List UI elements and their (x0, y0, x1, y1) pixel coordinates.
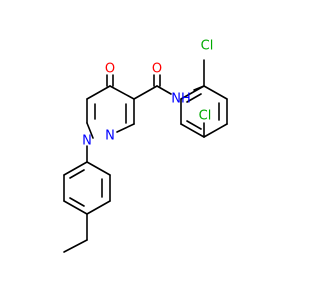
bond (180, 85, 205, 100)
bond (156, 85, 172, 95)
bond (63, 200, 88, 215)
bond (86, 122, 94, 139)
chlorine-bottom-label: Cl (199, 109, 212, 124)
bond (69, 197, 85, 207)
oxygen-amide-label: O (152, 62, 162, 77)
structure-canvas: O O NH N N Cl Cl (63, 39, 228, 253)
bond (180, 123, 205, 138)
bond (109, 85, 135, 100)
bond (86, 161, 111, 176)
bond (63, 239, 88, 253)
bond (133, 85, 158, 100)
atom-labels: O O NH N N Cl Cl (82, 39, 213, 149)
oxygen-ketone-label: O (105, 62, 115, 77)
bond (186, 93, 202, 103)
bond (86, 200, 111, 215)
bonds (63, 59, 228, 253)
amide-nh-label: NH (171, 92, 191, 107)
ring-nitrogen-2-label: N (105, 129, 115, 144)
bond (63, 161, 88, 176)
bond (116, 123, 135, 133)
bond (69, 169, 85, 179)
bond (203, 85, 228, 100)
bond (203, 123, 228, 138)
bond (186, 120, 202, 130)
bond (86, 85, 111, 100)
chlorine-top-label: Cl (201, 39, 214, 54)
ring-nitrogen-1-label: N (82, 134, 92, 149)
